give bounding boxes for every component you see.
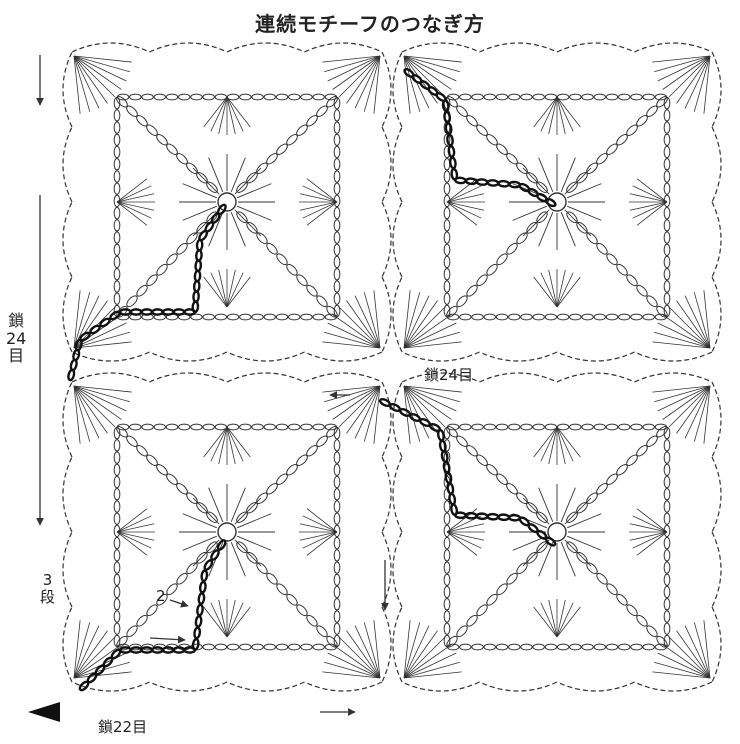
motif — [393, 43, 721, 361]
round3-number: 3 — [40, 572, 55, 589]
arrow — [170, 600, 188, 606]
side-chain-label: 鎖 24 目 — [6, 312, 26, 365]
round3-unit: 段 — [40, 589, 55, 606]
joining-path — [67, 68, 556, 692]
path-segment — [78, 539, 226, 691]
side-chain-number: 24 — [6, 330, 26, 348]
start-marker-icon — [28, 702, 60, 722]
path-segment — [379, 398, 556, 547]
side-chain-unit: 目 — [6, 347, 26, 365]
motif — [63, 373, 391, 691]
chain22-label: 鎖22目 — [98, 719, 147, 736]
side-chain-char: 鎖 — [6, 312, 26, 330]
round3-label: 3 段 — [40, 572, 55, 605]
round2-label: 2 — [156, 588, 166, 605]
motif — [393, 373, 721, 691]
arrow — [150, 638, 185, 640]
chain24-label: 鎖24目 — [424, 367, 473, 384]
path-segment — [120, 204, 227, 315]
